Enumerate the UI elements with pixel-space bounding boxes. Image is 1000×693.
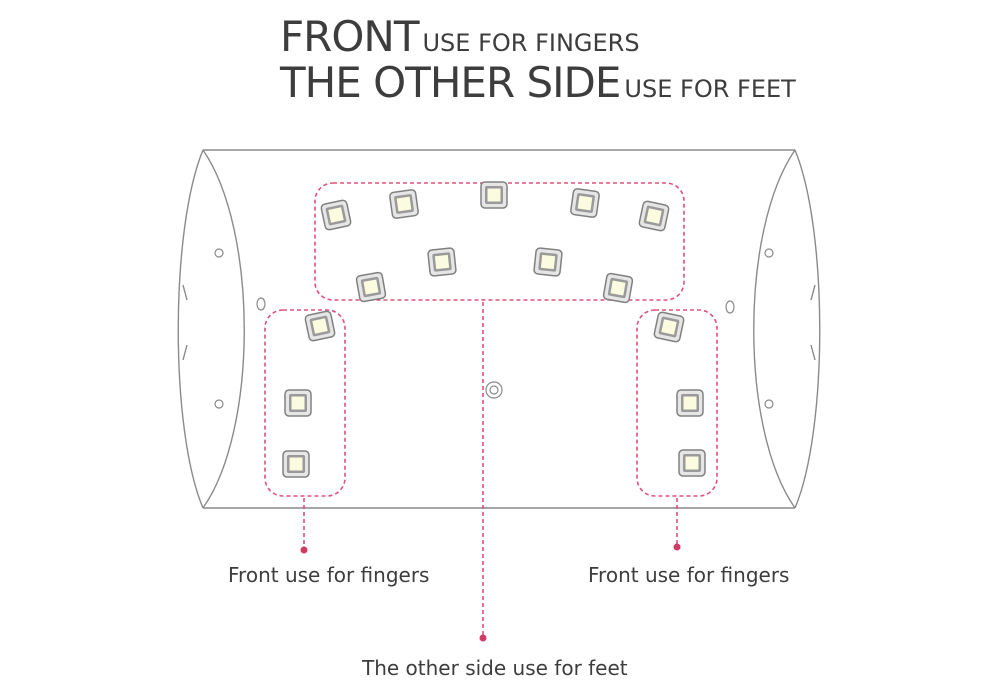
zone-top-feet [314, 182, 685, 301]
led [282, 450, 310, 478]
screw-holes [214, 248, 774, 409]
led [678, 449, 706, 477]
led [570, 188, 600, 218]
led [653, 311, 685, 343]
heading-front-subtitle: USE FOR FINGERS [422, 29, 640, 57]
label-left-fingers: Front use for fingers [228, 563, 430, 587]
leader-dot-left [300, 546, 308, 554]
led [480, 181, 508, 209]
heading-front-title: FRONT [280, 12, 419, 61]
led-array [282, 181, 706, 478]
screw-left-top [214, 248, 224, 258]
leader-lines [303, 302, 678, 635]
led [602, 272, 634, 304]
leader-dots [300, 543, 681, 642]
screw-right-bottom [764, 399, 774, 409]
screw-left-bottom [214, 399, 224, 409]
leader-dot-right [673, 543, 681, 551]
lamp-left-cap-outer [177, 149, 204, 509]
leader-dot-bottom [479, 634, 487, 642]
led [320, 199, 352, 231]
heading-other-side-subtitle: USE FOR FEET [624, 75, 796, 103]
led [533, 247, 563, 277]
led [427, 247, 457, 277]
center-screw-inner [489, 385, 499, 395]
callout-zones [264, 182, 718, 497]
lamp-body [177, 149, 821, 509]
led [304, 310, 336, 342]
led [638, 200, 670, 232]
center-screw-outer [485, 381, 503, 399]
vent-hole-left [256, 297, 266, 311]
screw-right-top [764, 248, 774, 258]
led [389, 189, 419, 219]
lamp-right-cap-inner [753, 149, 796, 509]
label-other-side-feet: The other side use for feet [362, 656, 628, 680]
lamp-right-cap-outer [794, 149, 821, 509]
lamp-left-cap-inner [202, 149, 245, 509]
label-right-fingers: Front use for fingers [588, 563, 790, 587]
led [284, 389, 312, 417]
zone-left-fingers [264, 309, 346, 497]
vent-hole-right [725, 300, 735, 314]
led [676, 389, 704, 417]
zone-right-fingers [636, 309, 718, 497]
heading-other-side-title: THE OTHER SIDE [280, 58, 621, 107]
led [355, 271, 387, 303]
